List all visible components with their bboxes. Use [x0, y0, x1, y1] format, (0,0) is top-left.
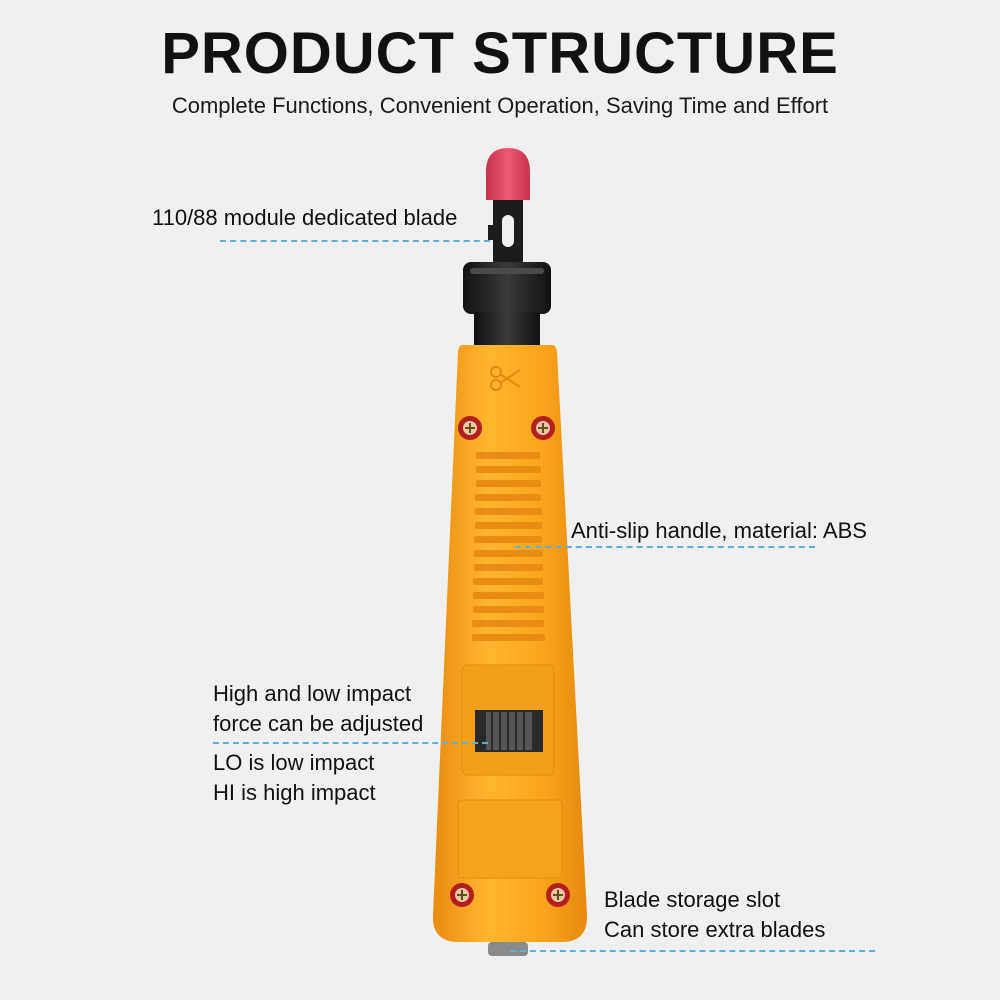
grip-ribs	[472, 452, 545, 641]
callout-impact-line2: force can be adjusted	[213, 711, 424, 736]
callout-hi: HI is high impact	[213, 780, 376, 805]
page-subtitle: Complete Functions, Convenient Operation…	[171, 93, 829, 118]
callout-storage-line1: Blade storage slot	[604, 887, 781, 912]
leader-handle	[515, 546, 815, 548]
blade	[488, 195, 523, 265]
callout-lo: LO is low impact	[213, 750, 375, 775]
end-knob	[488, 942, 528, 956]
callout-storage-line2: Can store extra blades	[604, 917, 826, 942]
blade-storage-slot	[457, 799, 563, 879]
screw-bottom-left	[450, 883, 474, 907]
page-title: PRODUCT STRUCTURE	[161, 21, 839, 86]
leader-impact	[213, 742, 488, 744]
impact-switch	[461, 664, 555, 776]
collar	[463, 262, 551, 348]
screw-top-left	[458, 416, 482, 440]
screw-top-right	[531, 416, 555, 440]
blade-cap	[486, 148, 530, 200]
leader-blade	[220, 240, 490, 242]
leader-storage	[510, 950, 875, 952]
callout-handle: Anti-slip handle, material: ABS	[571, 518, 867, 543]
scissors-icon	[490, 366, 521, 391]
callout-impact-line1: High and low impact	[213, 681, 412, 706]
callout-blade: 110/88 module dedicated blade	[152, 205, 458, 230]
screw-bottom-right	[546, 883, 570, 907]
handle-body	[432, 345, 588, 942]
